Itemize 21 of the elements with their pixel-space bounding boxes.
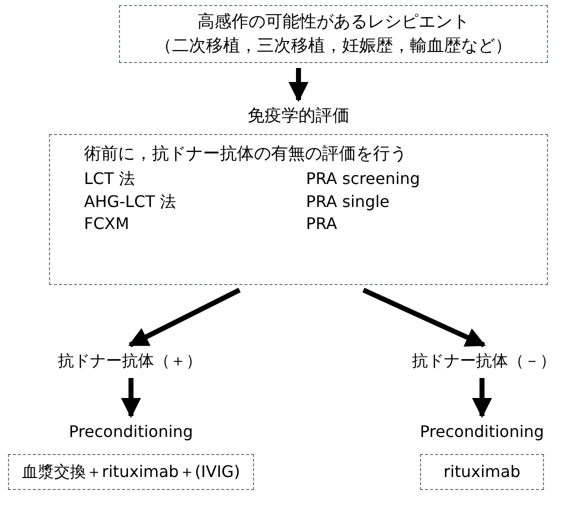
arrow — [288, 68, 308, 102]
box-text: 高感作の可能性があるレシピエント — [198, 11, 470, 34]
box-text: （二次移植，三次移植，妊娠歴，輸血歴など） — [155, 35, 512, 58]
method-text: PRA screening — [306, 168, 420, 190]
method-text: AHG-LCT 法 — [84, 190, 178, 212]
result-text: 抗ドナー抗体（＋） — [58, 350, 202, 372]
method-text: PRA single — [306, 190, 391, 212]
section-heading: 免疫学的評価 — [248, 105, 350, 128]
arrow — [362, 288, 486, 348]
arrow — [472, 378, 492, 418]
step-heading: Preconditioning — [420, 421, 544, 443]
result-text: 抗ドナー抗体（－） — [412, 350, 556, 372]
step-heading: Preconditioning — [68, 421, 194, 443]
box-text: 血漿交換＋rituximab＋(IVIG) — [22, 461, 240, 483]
box-text: rituximab — [444, 461, 520, 483]
arrow — [128, 288, 241, 348]
method-text: PRA — [306, 213, 338, 235]
box-text: 術前に，抗ドナー抗体の有無の評価を行う — [84, 143, 408, 166]
method-text: LCT 法 — [84, 168, 136, 190]
arrow — [121, 378, 141, 418]
method-text: FCXM — [84, 213, 130, 235]
